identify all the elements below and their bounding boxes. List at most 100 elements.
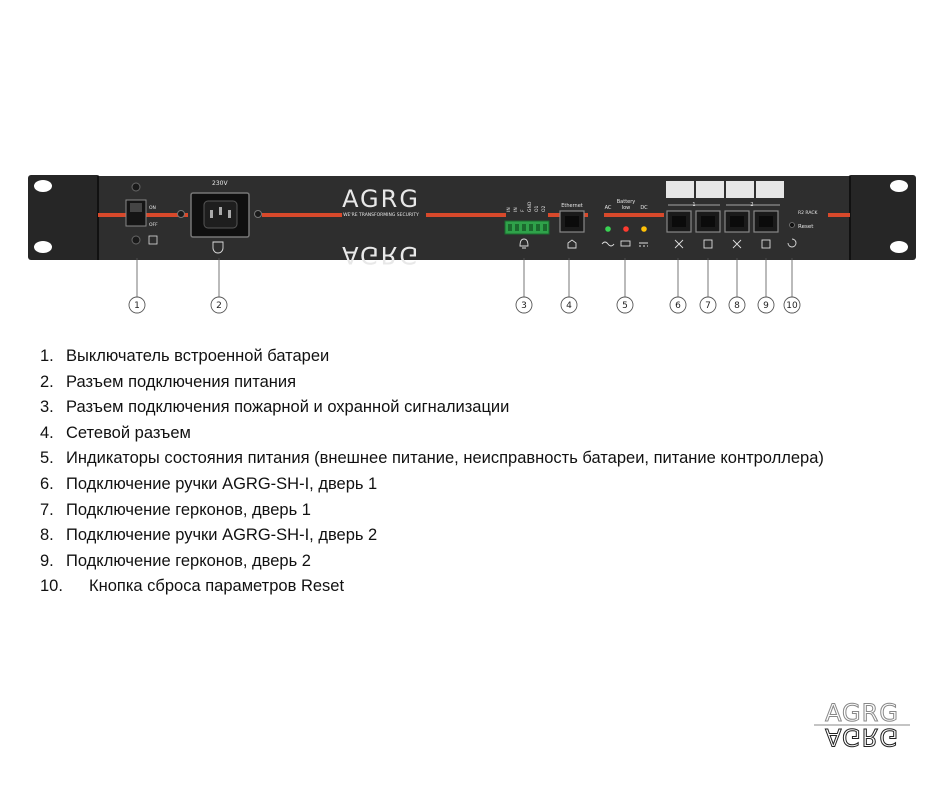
legend-number: 4.: [40, 423, 54, 442]
led-battery-low: [623, 226, 629, 232]
callout-1: 1: [128, 296, 146, 314]
legend-item-5: 5. Индикаторы состояния питания (внешнее …: [40, 446, 849, 472]
svg-text:AGRG: AGRG: [825, 723, 899, 751]
svg-text:4: 4: [566, 301, 572, 311]
switch-off-label: OFF: [149, 222, 158, 228]
svg-text:2: 2: [216, 301, 222, 311]
legend-text: Выключатель встроенной батареи: [66, 347, 330, 365]
legend-text: Разъем подключения питания: [66, 372, 297, 391]
legend-text: Разъем подключения пожарной и охранной с…: [66, 398, 510, 417]
callout-5: 5: [616, 296, 634, 314]
brand-tagline: WE'RE TRANSFORMING SECURITY: [343, 212, 419, 218]
screw-icon: [131, 235, 141, 245]
legend-text: Подключение ручки AGRG-SH-I, дверь 2: [66, 526, 378, 545]
callout-leaders: [136, 258, 793, 297]
left-ear-top-hole: [34, 180, 52, 192]
legend-number: 9.: [40, 551, 54, 570]
reset-button[interactable]: [789, 222, 795, 228]
svg-text:GND: GND: [527, 201, 533, 212]
corner-logo-text: AGRG: [825, 699, 899, 727]
led-dc: [641, 226, 647, 232]
ethernet-label: Ethernet: [561, 203, 583, 209]
svg-text:7: 7: [705, 301, 711, 311]
label-box: [726, 181, 754, 198]
door-1-label: 1: [692, 202, 695, 208]
legend-item-1: 1. Выключатель встроенной батареи: [40, 344, 849, 370]
legend-number: 10.: [40, 577, 63, 596]
screw-icon: [177, 210, 185, 218]
handle-icon: [732, 239, 742, 249]
agrg-corner-logo: AGRG AGRG: [814, 699, 910, 752]
left-rack-ear: [28, 175, 100, 260]
left-ear-bottom-hole: [34, 241, 52, 253]
callout-2: 2: [210, 296, 228, 314]
svg-text:IN: IN: [513, 207, 519, 212]
label-box: [696, 181, 724, 198]
svg-text:IN: IN: [506, 207, 512, 212]
callout-10: 10: [783, 296, 801, 314]
battery-switch-lever: [130, 203, 142, 212]
legend-number: 2.: [40, 372, 54, 391]
svg-text:6: 6: [675, 301, 681, 311]
right-ear-bottom-hole: [890, 241, 908, 253]
legend-item-9: 9. Подключение герконов, дверь 2: [40, 549, 849, 575]
legend-item-8: 8.Подключение ручки AGRG-SH-I, дверь 2: [40, 523, 849, 549]
alarm-terminal-labels: IN IN F GND O1 O2: [506, 201, 547, 212]
dc-icon: [639, 242, 648, 247]
label-box: [756, 181, 784, 198]
legend-number: 5.: [40, 449, 54, 468]
legend-text: Индикаторы состояния питания (внешнее пи…: [66, 449, 824, 468]
right-rack-ear: [848, 175, 916, 260]
pin: [228, 210, 231, 218]
svg-text:F: F: [520, 209, 526, 212]
alarm-bell-icon: [519, 238, 529, 249]
legend-number: 7.: [40, 500, 54, 519]
legend-number: 3.: [40, 398, 54, 417]
callout-9: 9: [757, 296, 775, 314]
led-label-dc: DC: [640, 205, 648, 211]
legend-number: 1.: [40, 347, 54, 365]
ac-wave-icon: [601, 241, 615, 247]
legend-item-4: 4. Сетевой разъем: [40, 421, 849, 447]
port-inner: [672, 216, 773, 227]
component-legend: 1. Выключатель встроенной батареи 2. Разъе…: [40, 344, 849, 600]
reed-switch-icon: [761, 239, 771, 249]
svg-text:O1: O1: [534, 205, 540, 212]
legend-text: Подключение ручки AGRG-SH-I, дверь 1: [66, 474, 378, 493]
callout-6: 6: [669, 296, 687, 314]
reset-icon: [787, 238, 797, 248]
legend-item-2: 2. Разъем подключения питания: [40, 370, 849, 396]
screw-icon: [131, 182, 141, 192]
screw-icon: [254, 210, 262, 218]
ethernet-port-inner: [565, 216, 579, 227]
led-label-ac: AC: [605, 205, 612, 211]
label-box: [666, 181, 694, 198]
right-ear-top-hole: [890, 180, 908, 192]
legend-item-10: 10. Кнопка сброса параметров Reset: [40, 574, 849, 600]
callout-3: 3: [515, 296, 533, 314]
legend-text: Подключение герконов, дверь 1: [66, 500, 311, 519]
led-label-battery: Battery: [617, 199, 636, 205]
svg-text:O2: O2: [541, 205, 547, 212]
svg-text:9: 9: [763, 301, 769, 311]
voltage-label: 230V: [212, 180, 228, 187]
terminal-screws: [508, 224, 547, 231]
network-icon: [567, 239, 577, 249]
legend-text: Сетевой разъем: [66, 423, 191, 442]
svg-text:1: 1: [134, 301, 140, 311]
legend-item-6: 6. Подключение ручки AGRG-SH-I, дверь 1: [40, 472, 849, 498]
switch-on-label: ON: [149, 205, 156, 211]
pin: [210, 210, 213, 218]
callout-8: 8: [728, 296, 746, 314]
corner-logo-reflection: AGRG: [825, 723, 899, 752]
legend-number: 6.: [40, 474, 54, 493]
brand-logo-reflection: AGRG: [342, 241, 420, 269]
reset-label: Reset: [798, 224, 814, 230]
svg-text:10: 10: [786, 301, 798, 311]
legend-text: Подключение герконов, дверь 2: [66, 551, 311, 570]
legend-item-3: 3. Разъем подключения пожарной и охранной…: [40, 395, 849, 421]
svg-text:AGRG: AGRG: [342, 241, 420, 269]
legend-item-7: 7. Подключение герконов, дверь 1: [40, 498, 849, 524]
handle-icon: [674, 239, 684, 249]
legend-text: Кнопка сброса параметров Reset: [89, 577, 345, 596]
